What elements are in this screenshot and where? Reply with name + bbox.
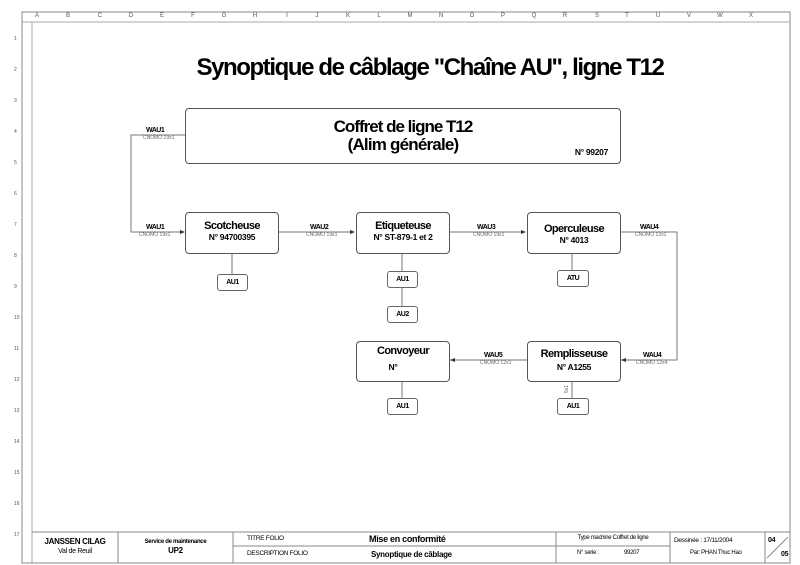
cable-label: WAU1 — [146, 224, 165, 231]
device-au1: AU1 — [387, 398, 418, 415]
row-label: 8 — [14, 253, 17, 259]
drawn-by: Par: PHAN Thuc Hao — [690, 550, 742, 556]
col-label: A — [34, 13, 39, 19]
col-label: P — [500, 13, 505, 19]
col-label: L — [377, 13, 381, 19]
col-label: I — [286, 13, 288, 19]
col-label: T — [625, 13, 629, 19]
row-label: 7 — [14, 222, 17, 228]
coffret-name: Coffret de ligne T12 — [333, 117, 474, 136]
coffret-number: N° 99207 — [574, 147, 608, 157]
unit: UP2 — [168, 546, 183, 555]
col-label: W — [717, 13, 723, 19]
col-label: B — [65, 13, 70, 19]
row-label: 13 — [14, 408, 20, 414]
machine-number: N° A1255 — [556, 362, 592, 372]
row-label: 9 — [14, 284, 17, 290]
device-au1: AU1 — [217, 274, 248, 291]
machine-number: N° — [388, 362, 398, 372]
row-label: 1 — [14, 36, 17, 42]
machine-name: Remplisseuse — [540, 348, 608, 360]
machine-type: Type machine Coffret de ligne — [577, 535, 649, 541]
row-label: 14 — [14, 439, 20, 445]
row-label: 12 — [14, 377, 20, 383]
col-label: V — [686, 13, 691, 19]
folio-total: 05 — [781, 551, 789, 558]
cable-type: CNOMO 19x1 — [139, 232, 171, 238]
col-label: K — [345, 13, 350, 19]
serie-number: 99207 — [624, 550, 640, 556]
row-label: 4 — [14, 129, 17, 135]
col-label: F — [191, 13, 195, 19]
col-label: S — [594, 13, 599, 19]
coffret-sub: (Alim générale) — [347, 135, 460, 154]
col-label: C — [97, 13, 103, 19]
cable-type: CNOMO 12x4 — [636, 360, 668, 366]
coffret-box: Coffret de ligne T12 (Alim générale) N° … — [185, 108, 621, 164]
machine-remplisseuse: Remplisseuse N° A1255 — [527, 341, 621, 382]
machine-name: Operculeuse — [543, 223, 605, 235]
folio-number: 04 — [768, 537, 776, 544]
col-label: H — [252, 13, 258, 19]
row-label: 2 — [14, 67, 17, 73]
cable-label: WAU2 — [310, 224, 329, 231]
row-label: 11 — [14, 346, 20, 352]
cable-type: CNOMO 19x1 — [473, 232, 505, 238]
description-folio-label: DESCRIPTION FOLIO — [247, 550, 308, 557]
company: JANSSEN CILAG — [44, 537, 106, 546]
col-label: R — [562, 13, 568, 19]
row-label: 17 — [14, 532, 20, 538]
cable-type: CNOMO 12x1 — [635, 232, 667, 238]
col-label: U — [655, 13, 661, 19]
drawn-date: Dessinée : 17/11/2004 — [674, 537, 733, 544]
col-label: M — [407, 13, 413, 19]
device-atu: ATU — [557, 270, 589, 287]
titre-folio: Mise en conformité — [369, 534, 446, 544]
col-label: Q — [531, 13, 537, 19]
cable-label: WAU4 — [640, 224, 659, 231]
machine-name: Convoyeur — [376, 345, 430, 357]
col-label: O — [469, 13, 475, 19]
machine-name: Etiqueteuse — [375, 220, 431, 232]
row-label: 5 — [14, 160, 17, 166]
machine-number: N° 94700395 — [208, 232, 256, 242]
description-folio: Synoptique de câblage — [371, 550, 452, 559]
cable-type: CNOMO 19x1 — [306, 232, 338, 238]
row-label: 6 — [14, 191, 17, 197]
machine-scotcheuse: Scotcheuse N° 94700395 — [185, 212, 279, 254]
machine-convoyeur: Convoyeur N° — [356, 341, 450, 382]
row-label: 16 — [14, 501, 20, 507]
cable-type: CNOMO 12x1 — [480, 360, 512, 366]
cable-label: WAU4 — [643, 352, 662, 359]
machine-number: N° 4013 — [559, 235, 589, 245]
machine-name: Scotcheuse — [204, 220, 260, 232]
service: Service de maintenance — [144, 539, 207, 545]
machine-etiqueteuse: Etiqueteuse N° ST-879-1 et 2 — [356, 212, 450, 254]
device-au1: AU1 — [387, 271, 418, 288]
row-label: 10 — [14, 315, 20, 321]
col-label: X — [748, 13, 753, 19]
titre-folio-label: TITRE FOLIO — [247, 535, 284, 542]
col-label: N — [438, 13, 444, 19]
row-label: 3 — [14, 98, 17, 104]
col-label: D — [128, 13, 134, 19]
cable-label: WAU5 — [484, 352, 503, 359]
machine-number: N° ST-879-1 et 2 — [373, 232, 433, 242]
row-label: 15 — [14, 470, 20, 476]
col-label: G — [221, 13, 227, 19]
cable-label: WAU1 — [146, 127, 165, 134]
col-label: E — [159, 13, 164, 19]
cable-type: CNOMO 19x1 — [143, 135, 175, 141]
col-label: J — [315, 13, 319, 19]
device-au1: AU1 — [557, 398, 589, 415]
cable-label: WAU3 — [477, 224, 496, 231]
machine-operculeuse: Operculeuse N° 4013 — [527, 212, 621, 254]
site: Val de Reuil — [58, 548, 92, 555]
page-title: Synoptique de câblage "Chaîne AU", ligne… — [196, 54, 664, 81]
device-au2: AU2 — [387, 306, 418, 323]
serie-label: N° serie : — [577, 550, 599, 556]
